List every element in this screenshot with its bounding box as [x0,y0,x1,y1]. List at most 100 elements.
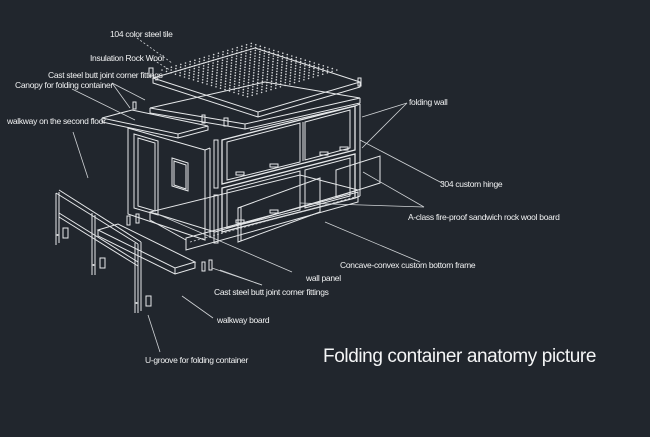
tile-dot [239,70,241,73]
tile-dot [202,73,204,75]
tile-dot [189,63,191,66]
tile-dot [248,76,250,78]
u-grooves [62,227,152,307]
tile-dot [216,69,218,71]
tile-dot [258,56,261,59]
tile-dot [317,66,320,68]
tile-dot [242,88,245,91]
tile-dot [257,67,260,70]
tile-dot [262,66,265,68]
tile-dot [208,58,210,60]
tile-dot [235,58,238,60]
tile-dot [193,67,196,70]
tile-dot [239,73,241,75]
tile-dot [312,76,315,78]
tile-dot [229,79,232,81]
tile-dot [221,59,224,61]
tile-dot [277,51,280,53]
tile-dot [257,76,259,78]
tile-dot [270,88,272,91]
tile-dot [240,48,243,50]
tile-dot [256,84,259,87]
tile-dot [219,84,222,87]
tile-dot [201,79,204,81]
tile-dot [247,90,249,92]
tile-dot [183,76,186,78]
label-color-steel-tile: 104 color steel tile [110,29,173,39]
tile-dot [289,72,292,74]
tile-dot [262,69,265,71]
tile-dot [313,65,315,67]
tile-dot [219,87,222,89]
tile-dot [203,59,205,61]
tile-dot [230,62,233,64]
tile-dot [275,73,278,75]
tile-dot [261,77,264,80]
tile-dot [262,63,265,66]
tile-dot [285,65,288,67]
tile-dot [210,81,213,84]
tile-dot [197,74,200,77]
tile-dot [252,77,255,80]
tile-dot [304,59,307,61]
tile-dot [291,55,293,57]
tile-dot [250,42,253,45]
tile-dot [268,48,271,50]
tile-dot [201,81,204,84]
tile-dot [265,90,268,92]
tile-dot [281,58,284,60]
tile-dot [253,60,256,63]
tile-dot [272,55,275,57]
tile-dot [244,60,247,63]
label-corner-fittings-bottom: Cast steel butt joint corner fittings [214,287,329,297]
label-u-groove: U-groove for folding container [145,355,248,365]
tile-dot [303,67,306,70]
tile-dot [206,83,208,85]
tile-dot [273,49,275,52]
tile-dot [257,73,260,75]
tile-dot [170,66,173,68]
tile-dot [235,55,238,57]
tile-dot [208,55,210,57]
tile-dot [298,80,301,82]
tile-dot [280,72,283,74]
tile-dot [331,70,333,73]
tile-dot [245,55,247,57]
tile-dot [225,66,228,68]
tile-dot [307,77,310,80]
tile-dot [230,59,233,61]
tile-dot [246,93,249,95]
tile-dot [217,55,219,57]
bottom-frame [148,174,360,251]
tile-dot [243,72,246,74]
tile-dot [299,72,301,74]
tile-dot [298,77,301,80]
walkway-board [96,223,197,275]
tile-dot [308,74,310,77]
tile-dot [254,52,256,54]
tile-dot [184,62,187,64]
tile-dot [294,70,297,73]
tile-dot [233,91,235,94]
tile-dot [212,65,214,67]
tile-dot [280,80,282,82]
label-sandwich-board: A-class fire-proof sandwich rock wool bo… [408,212,560,222]
tile-dot [175,67,177,70]
leader-lines [71,37,443,353]
tile-dot [298,74,301,77]
tile-dot [230,70,232,73]
label-wall-panel: wall panel [305,273,341,283]
tile-dot [251,94,253,96]
tile-dot [211,70,214,73]
tile-dot [252,86,254,88]
label-hinge: 304 custom hinge [440,179,503,189]
tile-dot [193,73,195,75]
tile-dot [220,79,222,81]
tile-dot [295,62,297,64]
tile-dot [231,51,234,53]
tile-dot [254,49,257,52]
tile-dot [312,73,315,75]
tile-dot [336,69,338,71]
tile-dot [290,63,293,66]
tile-dot [229,73,232,75]
